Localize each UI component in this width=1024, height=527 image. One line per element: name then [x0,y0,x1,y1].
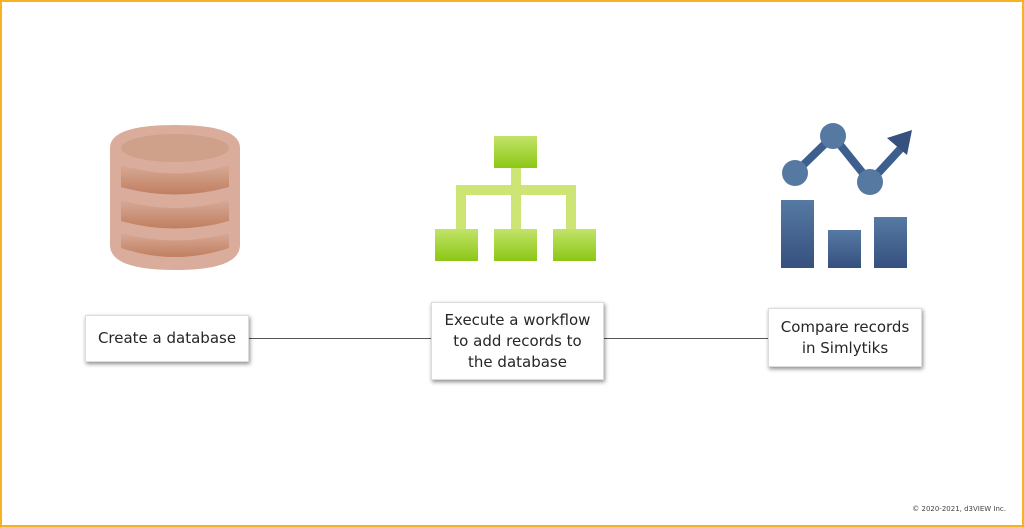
step-execute-workflow: Execute a workflow to add records to the… [431,302,604,380]
step-label: Create a database [97,329,237,347]
step-create-database: Create a database [85,315,249,362]
workflow-hierarchy-icon [433,133,598,263]
step-compare-records: Compare records in Simlytiks [768,308,922,367]
copyright-text: © 2020-2021, d3VIEW Inc. [912,505,1006,513]
database-icon [105,120,245,275]
connector-line-1 [248,338,431,339]
step-label: Compare records in Simlytiks [780,317,910,357]
analytics-chart-icon [775,118,915,273]
step-label: Execute a workflow to add records to the… [444,310,591,371]
connector-line-2 [603,338,769,339]
